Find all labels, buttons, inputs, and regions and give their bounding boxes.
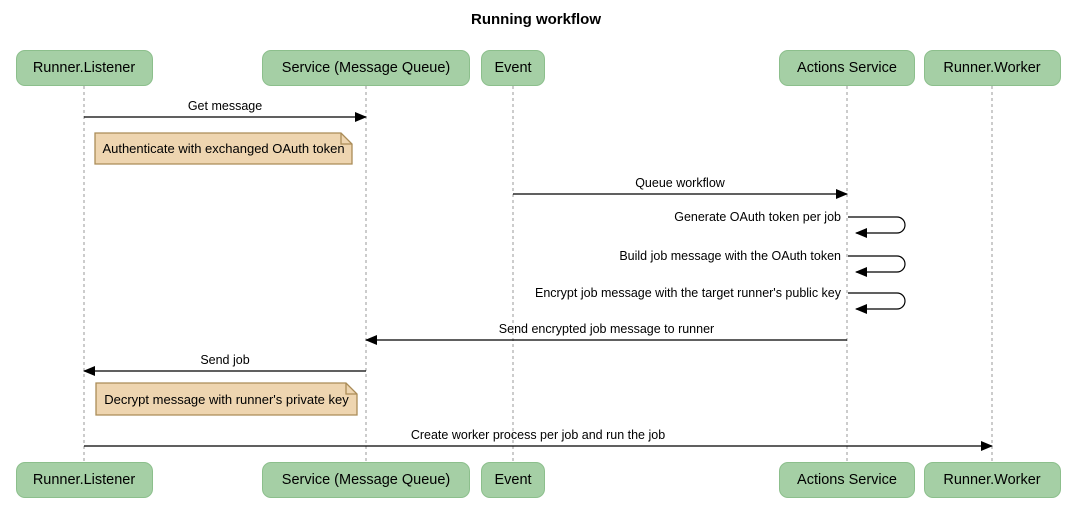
diagram-title: Running workflow	[471, 11, 601, 28]
message-label: Queue workflow	[635, 176, 725, 190]
participant-event-bottom: Event	[481, 462, 545, 498]
participant-runner-worker-top: Runner.Worker	[923, 50, 1061, 86]
note-box	[94, 132, 353, 165]
self-message-arrow	[848, 255, 906, 277]
note-fold-icon	[345, 383, 357, 395]
message-label: Create worker process per job and run th…	[410, 428, 666, 442]
note-box	[95, 382, 358, 416]
participant-runner-listener-bottom: Runner.Listener	[15, 462, 153, 498]
participant-actions-service-top: Actions Service	[779, 50, 915, 86]
participant-runner-worker-bottom: Runner.Worker	[923, 462, 1061, 498]
self-message-label: Build job message with the OAuth token	[619, 249, 841, 263]
note-label: Authenticate with exchanged OAuth token	[102, 141, 345, 156]
participant-event-top: Event	[481, 50, 545, 86]
note-fold-icon	[340, 133, 352, 145]
message-label: Send job	[200, 353, 250, 367]
participant-service-message-queue-bottom: Service (Message Queue)	[262, 462, 470, 498]
message-label: Get message	[187, 99, 263, 113]
participant-service-message-queue-top: Service (Message Queue)	[262, 50, 470, 86]
participant-actions-service-bottom: Actions Service	[779, 462, 915, 498]
note-label: Decrypt message with runner's private ke…	[104, 391, 349, 407]
participant-runner-listener-top: Runner.Listener	[15, 50, 153, 86]
self-message-arrow	[848, 216, 906, 238]
self-message-arrow	[848, 292, 906, 314]
self-message-label: Encrypt job message with the target runn…	[534, 286, 841, 300]
message-label: Send encrypted job message to runner	[498, 322, 715, 336]
self-message-label: Generate OAuth token per job	[674, 210, 841, 224]
